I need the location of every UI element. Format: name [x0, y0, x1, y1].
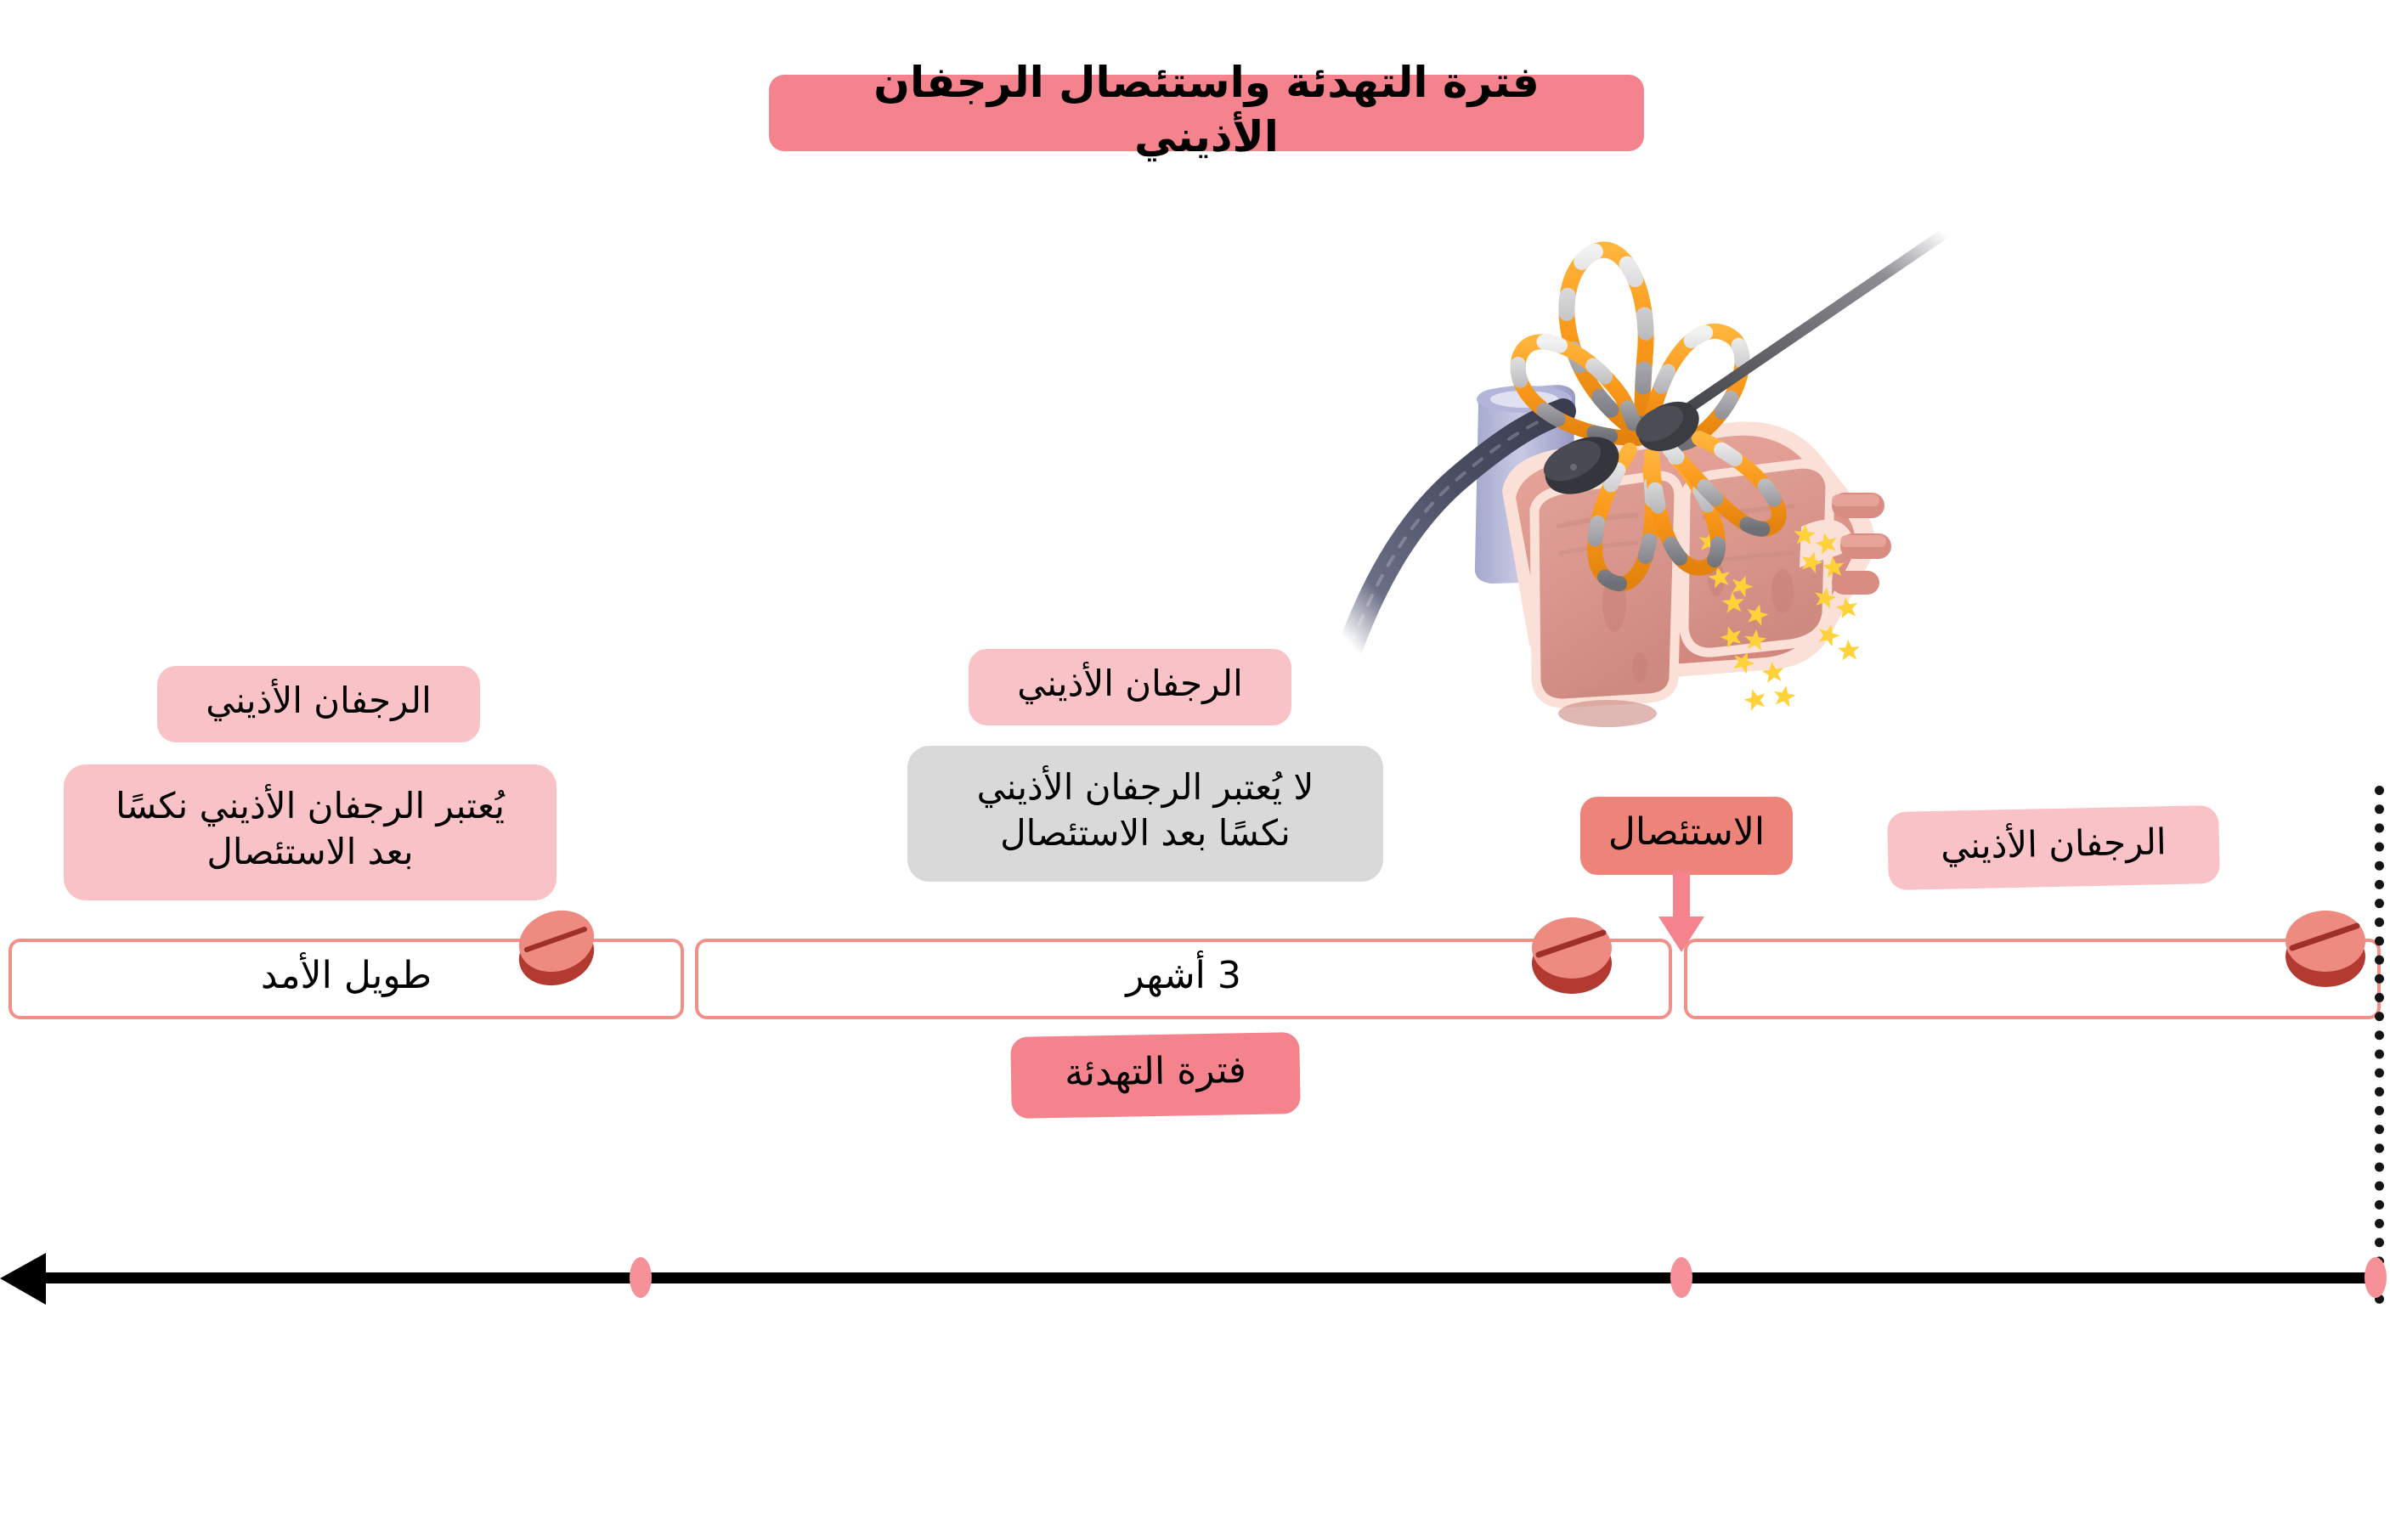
axis-marker: [630, 1257, 652, 1298]
timeline-segment-post-ablation[interactable]: [1684, 939, 2381, 1019]
axis-marker: [1670, 1257, 1692, 1298]
pill-icon: [510, 897, 603, 992]
heart-ablation-catheter-illustration: [1338, 227, 1952, 727]
note-af-not-recurrence: لا يُعتبر الرجفان الأذيني نكسًا بعد الاس…: [907, 746, 1383, 882]
arrow-left-icon: [0, 1249, 49, 1313]
label-af-right: الرجفان الأذيني: [1887, 804, 2220, 891]
pill-icon: [1525, 905, 1619, 1001]
timeline-axis: [34, 1272, 2383, 1283]
label-ablation: الاستئصال: [1580, 797, 1793, 875]
label-af-left: الرجفان الأذيني: [157, 666, 480, 742]
note-af-is-recurrence: يُعتبر الرجفان الأذيني نكسًا بعد الاستئص…: [64, 764, 557, 900]
label-blanking-period: فترة التهدئة: [1010, 1032, 1301, 1119]
arrow-down-icon: [1655, 871, 1708, 957]
axis-marker: [2365, 1257, 2387, 1298]
pill-icon: [2279, 900, 2372, 996]
label-af-middle: الرجفان الأذيني: [969, 649, 1291, 725]
timeline-endpoint-guide: [2375, 786, 2384, 1304]
timeline-segment-three-months[interactable]: 3 أشهر: [695, 939, 1672, 1019]
page-title: فترة التهدئة واستئصال الرجفان الأذيني: [769, 58, 1644, 161]
